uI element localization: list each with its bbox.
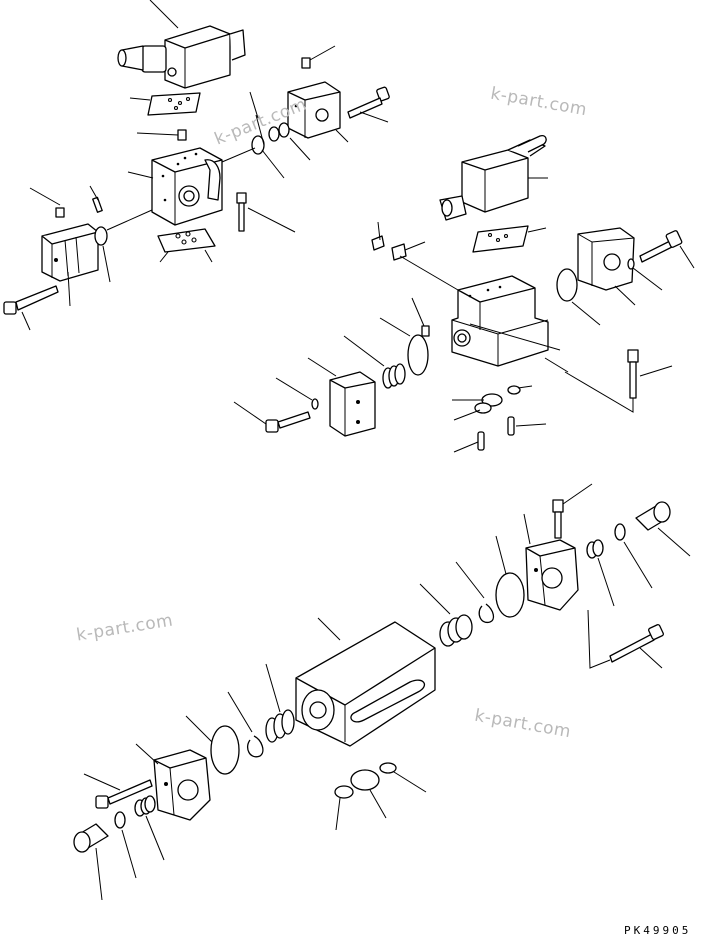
bolt-mid xyxy=(233,377,319,433)
spring-mid-right xyxy=(343,335,406,389)
bolt-right-upper xyxy=(627,230,695,291)
bolt-top-right-of-left xyxy=(347,86,390,123)
spring-bottom-mid xyxy=(419,583,473,647)
valve-body-right xyxy=(451,275,569,373)
cap-screw-left-a xyxy=(236,192,296,233)
flange-left xyxy=(135,743,211,821)
seal-kit-packet-lower xyxy=(157,228,216,263)
screw-small-right xyxy=(411,297,430,337)
bolt-bottom-right xyxy=(587,609,664,669)
snap-ring-right xyxy=(455,561,495,624)
spring-small-right xyxy=(586,523,653,607)
adapter-block-top xyxy=(287,45,349,143)
flange-right xyxy=(523,513,579,611)
spring-small-left xyxy=(114,795,165,879)
small-orings-right xyxy=(452,385,533,421)
plug-right xyxy=(635,501,691,557)
o-ring-large-left xyxy=(185,715,240,775)
cover-block-mid xyxy=(307,357,376,437)
cap-screw-right-down xyxy=(564,349,673,413)
o-ring-left xyxy=(94,209,153,283)
spring-bottom-left xyxy=(265,663,295,743)
solenoid-valve-top-right xyxy=(439,134,548,221)
o-ring-large-right xyxy=(495,535,525,618)
bolt-bottom-left xyxy=(83,773,153,809)
small-orings-bottom xyxy=(334,762,427,831)
spring-pin-left xyxy=(89,185,103,213)
main-valve-body xyxy=(295,617,436,747)
cap-screw-bottom-right xyxy=(552,483,593,539)
dowel-pins-right xyxy=(453,416,547,453)
bolt-left-long xyxy=(3,285,59,331)
snap-ring-left xyxy=(227,691,264,758)
drawing-code: PK49905 xyxy=(624,924,692,937)
fittings-right xyxy=(371,221,459,291)
plug-left xyxy=(73,823,109,901)
seal-kit-packet-right xyxy=(472,225,547,253)
valve-body-left xyxy=(127,147,223,226)
solenoid-valve-top-left xyxy=(117,0,246,89)
o-ring-mid-right xyxy=(379,317,429,376)
cover-plate-right xyxy=(577,227,636,306)
o-ring-right xyxy=(556,268,601,326)
o-rings-stack-top xyxy=(221,91,311,179)
plug-bolt-small xyxy=(136,129,187,141)
seal-kit-packet xyxy=(129,92,201,116)
cover-block-left xyxy=(29,187,99,307)
